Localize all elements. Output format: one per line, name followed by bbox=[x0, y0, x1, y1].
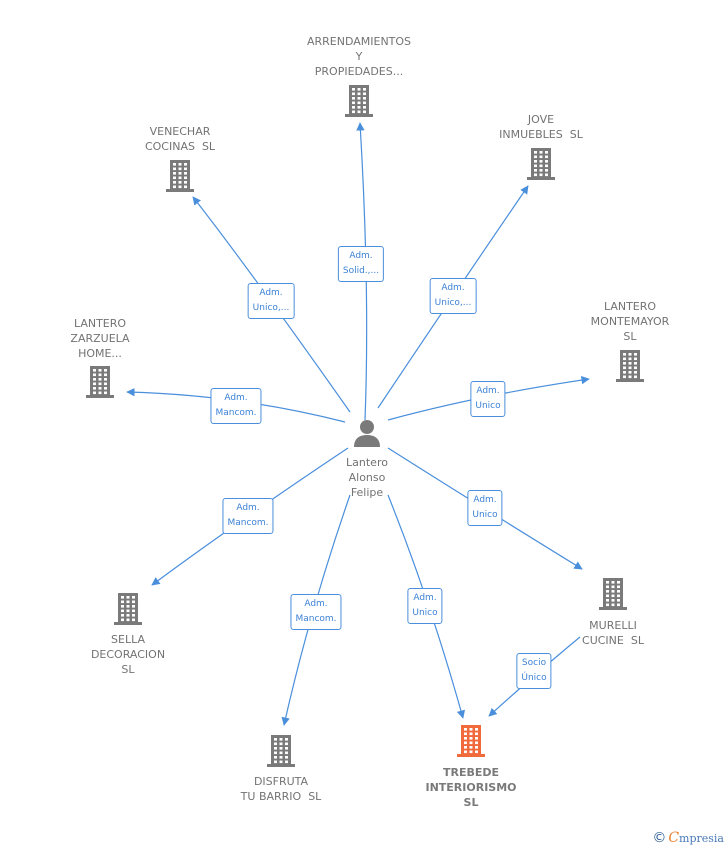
edge-label-zarzuela[interactable]: Adm. Mancom. bbox=[210, 388, 262, 424]
edge-label-jove[interactable]: Adm. Unico,... bbox=[429, 278, 477, 314]
building-icon bbox=[527, 148, 555, 180]
copyright-symbol: © bbox=[652, 830, 667, 846]
brand-name: mpresia bbox=[679, 832, 724, 845]
building-icon bbox=[86, 366, 114, 398]
company-node-venechar[interactable] bbox=[165, 159, 195, 198]
company-node-disfruta[interactable] bbox=[266, 734, 296, 773]
company-label-disfruta[interactable]: DISFRUTA TU BARRIO SL bbox=[240, 775, 322, 803]
edge-label-murelli[interactable]: Adm. Unico bbox=[467, 490, 503, 526]
company-node-arrendamientos[interactable] bbox=[344, 84, 374, 123]
person-name[interactable]: Lantero Alonso Felipe bbox=[346, 456, 388, 499]
company-node-montemayor[interactable] bbox=[615, 349, 645, 388]
building-icon bbox=[345, 85, 373, 117]
company-label-sella[interactable]: SELLA DECORACION SL bbox=[90, 633, 166, 676]
building-icon bbox=[267, 735, 295, 767]
building-icon bbox=[599, 578, 627, 610]
brand-initial: C bbox=[668, 830, 680, 846]
company-node-murelli[interactable] bbox=[598, 577, 628, 616]
company-label-venechar[interactable]: VENECHAR COCINAS SL bbox=[144, 125, 216, 153]
edge-label-sella[interactable]: Adm. Mancom. bbox=[222, 498, 274, 534]
company-node-sella[interactable] bbox=[113, 592, 143, 631]
edge-label-trebede[interactable]: Socio Único bbox=[516, 653, 552, 689]
person-icon[interactable] bbox=[352, 418, 382, 448]
edge-label-venechar[interactable]: Adm. Unico,... bbox=[247, 283, 295, 319]
edge-label-arrendamientos[interactable]: Adm. Solid.,... bbox=[337, 246, 385, 282]
empresia-logo[interactable]: ©Cmpresia bbox=[652, 830, 724, 846]
company-node-zarzuela[interactable] bbox=[85, 365, 115, 404]
company-label-montemayor[interactable]: LANTERO MONTEMAYOR SL bbox=[590, 300, 670, 343]
building-icon bbox=[114, 593, 142, 625]
company-label-jove[interactable]: JOVE INMUEBLES SL bbox=[499, 113, 583, 141]
company-label-zarzuela[interactable]: LANTERO ZARZUELA HOME... bbox=[70, 317, 130, 360]
building-icon bbox=[166, 160, 194, 192]
company-node-trebede[interactable] bbox=[456, 724, 486, 763]
edge-label-trebede[interactable]: Adm. Unico bbox=[407, 588, 443, 624]
building-icon bbox=[457, 725, 485, 757]
company-label-murelli[interactable]: MURELLI CUCINE SL bbox=[582, 619, 644, 647]
edge-label-montemayor[interactable]: Adm. Unico bbox=[470, 381, 506, 417]
company-node-jove[interactable] bbox=[526, 147, 556, 186]
edge-label-disfruta[interactable]: Adm. Mancom. bbox=[290, 594, 342, 630]
company-label-trebede[interactable]: TREBEDE INTERIORISMO SL bbox=[425, 766, 517, 809]
building-icon bbox=[616, 350, 644, 382]
company-label-arrendamientos[interactable]: ARRENDAMIENTOS Y PROPIEDADES... bbox=[306, 35, 412, 78]
